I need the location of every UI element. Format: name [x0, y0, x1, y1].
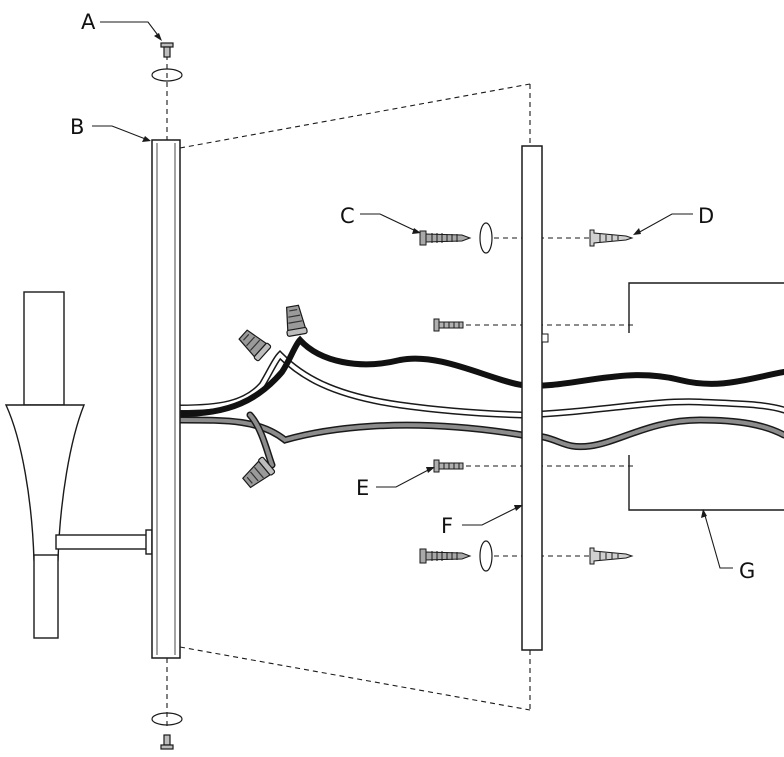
bracket-tab: [541, 333, 549, 343]
fixture-arm: [55, 534, 149, 550]
wire-nut-lower: [242, 456, 276, 489]
callout-f: F: [441, 514, 454, 538]
machine-screw-upper-icon: [433, 318, 464, 332]
guide-top-plate-to-bracket: [179, 83, 531, 149]
leader-arrowheads: [142, 33, 707, 518]
wood-screw-bottom-icon: [419, 548, 472, 564]
leader-lines: [92, 21, 733, 569]
leader-f: [462, 505, 521, 526]
wall-anchor-bottom-icon: [589, 547, 634, 565]
callout-e: E: [356, 476, 370, 500]
candle-sleeve-bottom: [33, 554, 59, 639]
callout-g: G: [739, 559, 756, 583]
backplate: [151, 139, 181, 659]
wood-screw-c-icon: [419, 230, 472, 246]
callout-b: B: [70, 115, 85, 139]
candle-sleeve-top: [23, 291, 65, 406]
fixture-arm-and-shade: [4, 291, 153, 639]
leader-e: [376, 467, 433, 488]
washer-bottom-screw: [479, 540, 493, 572]
finial-top-icon: [160, 42, 174, 58]
leader-b: [92, 125, 149, 141]
finial-bottom-icon: [160, 734, 174, 750]
washers: [151, 68, 493, 726]
leader-d: [635, 213, 693, 235]
guide-bottom-plate-to-bracket: [179, 646, 531, 711]
leader-c: [360, 213, 419, 233]
wire-nuts: [238, 304, 308, 489]
leader-a: [100, 21, 161, 39]
callout-d: D: [698, 204, 715, 228]
leader-g: [703, 511, 733, 569]
callout-a: A: [81, 10, 96, 34]
wire-nut-upper-left: [238, 329, 272, 362]
washer-top: [151, 68, 183, 82]
guide-lines: [166, 55, 634, 730]
mounting-bracket: [521, 145, 549, 651]
wall-anchor-d-icon: [589, 229, 634, 247]
arm-mount-collar: [145, 529, 153, 555]
wiring: [176, 335, 784, 469]
washer-bottom: [151, 712, 183, 726]
washer-c: [479, 222, 493, 254]
hot-wire-to-box: [519, 369, 784, 389]
wire-nut-upper-right: [285, 304, 308, 337]
callout-c: C: [340, 204, 355, 228]
machine-screw-e-icon: [433, 459, 464, 473]
junction-box: [628, 282, 784, 511]
hot-wire-to-fixture: [177, 335, 525, 417]
